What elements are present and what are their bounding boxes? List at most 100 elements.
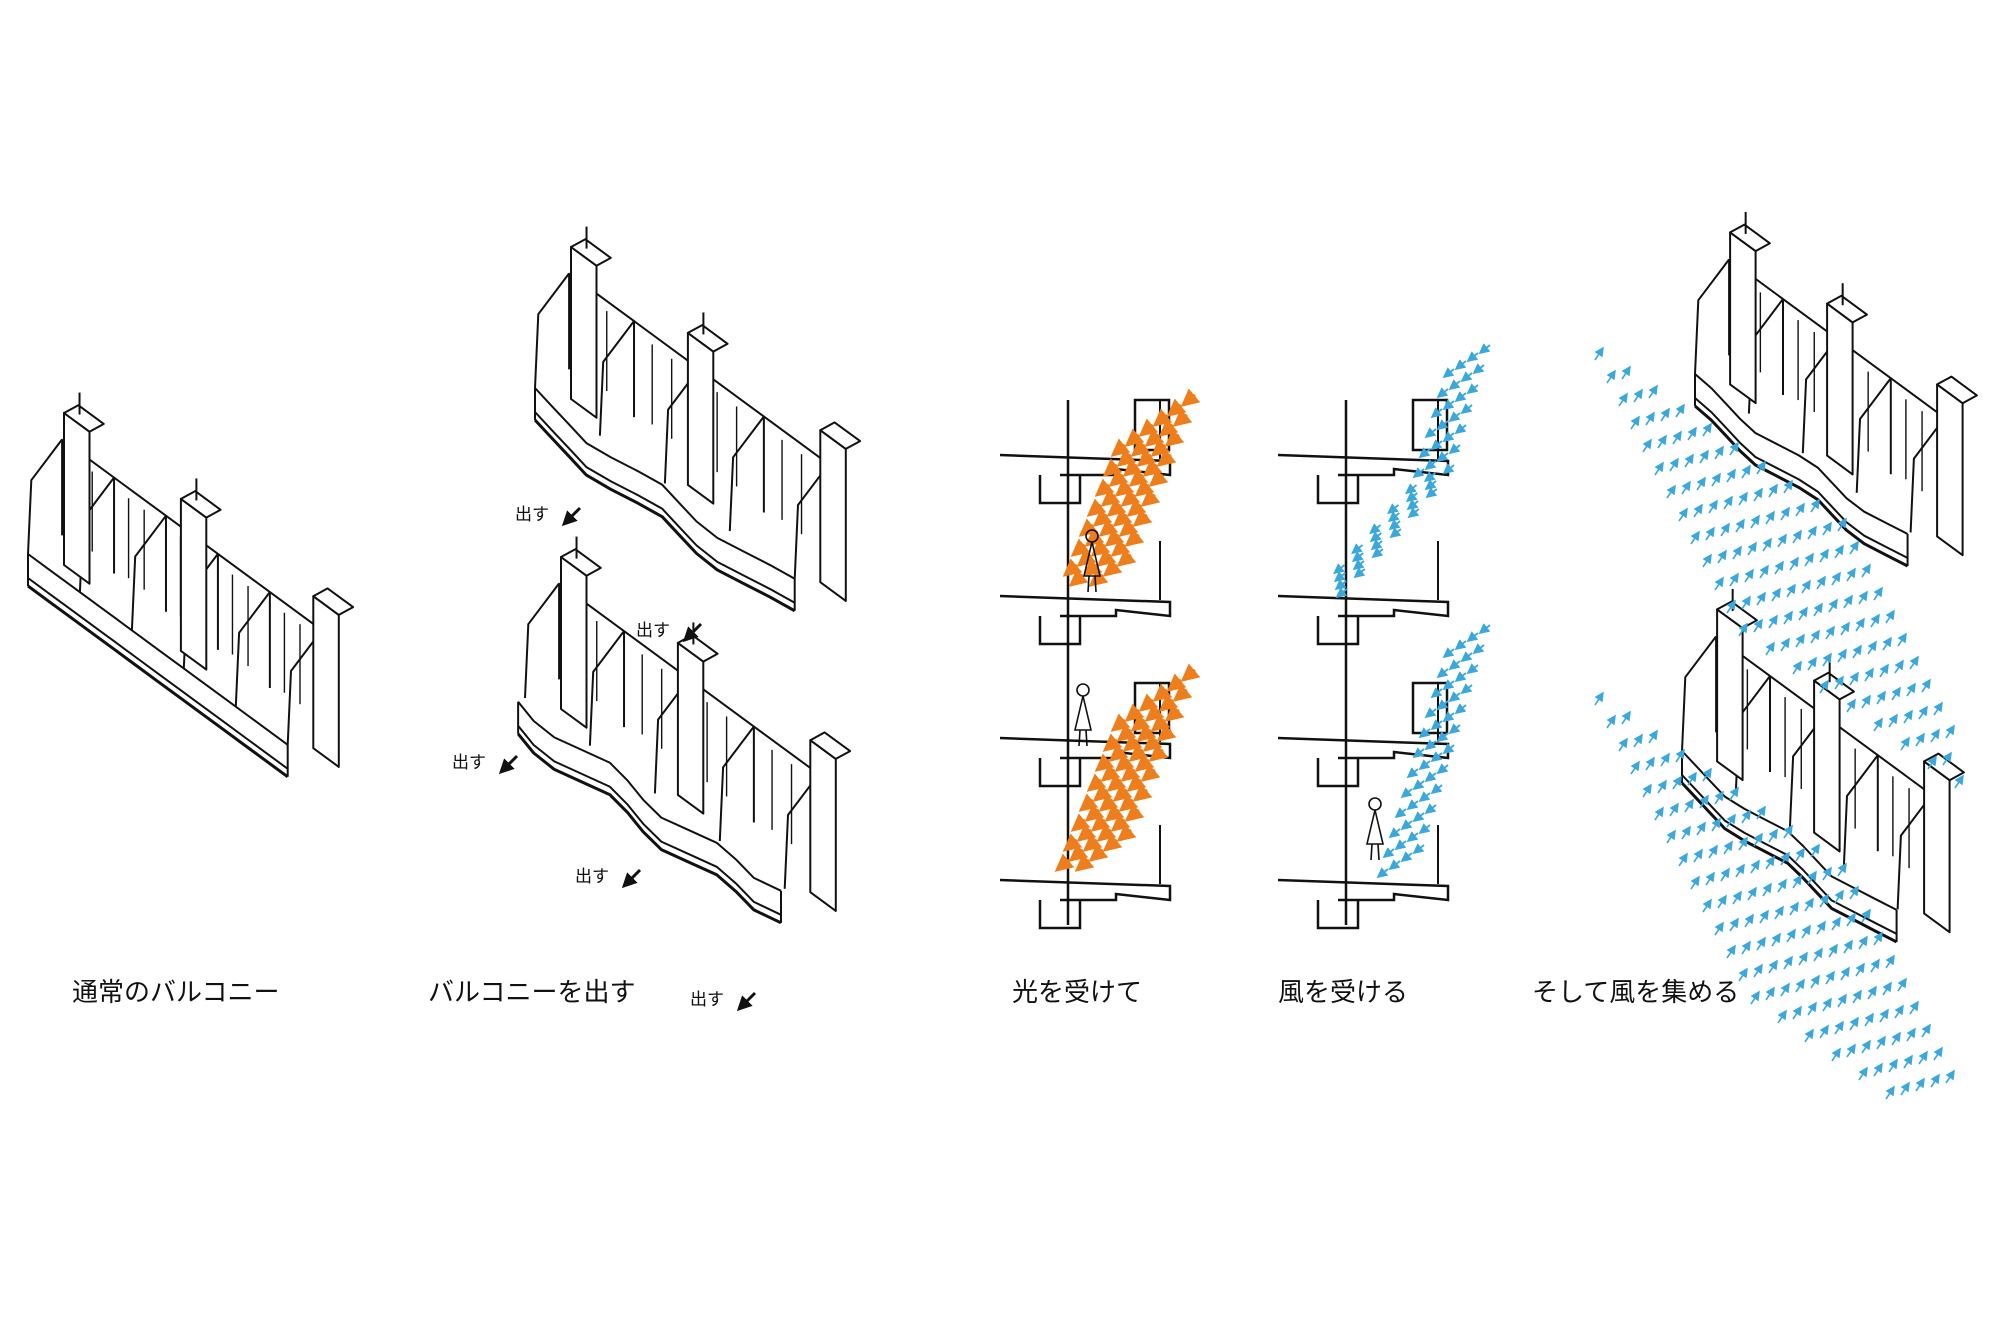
light-arrow	[1148, 468, 1169, 487]
field-arrow	[1885, 609, 1895, 624]
field-arrow	[1753, 832, 1763, 847]
field-arrow	[1720, 522, 1730, 537]
field-arrow	[1915, 1077, 1925, 1092]
light-arrow	[1098, 518, 1119, 537]
field-arrow	[1822, 521, 1832, 536]
balcony-slab-bottom	[27, 584, 289, 779]
field-arrow	[1810, 974, 1820, 989]
field-arrow	[1783, 955, 1793, 970]
field-arrow	[1630, 760, 1640, 775]
balcony-slab-top	[517, 725, 782, 916]
field-arrow	[1813, 602, 1823, 617]
light-arrow	[1062, 833, 1083, 852]
light-arrow	[1126, 773, 1147, 792]
light-arrow	[1140, 763, 1161, 782]
light-arrow	[1144, 428, 1165, 447]
wind-arrow	[1353, 567, 1366, 579]
field-arrow	[1909, 1000, 1919, 1015]
wind-arrow	[1406, 799, 1419, 811]
field-arrow	[1747, 886, 1757, 901]
field-arrow	[1699, 794, 1709, 809]
light-arrow	[1126, 498, 1147, 517]
wind-arrow	[1448, 379, 1461, 391]
field-arrow	[1822, 866, 1832, 881]
unit-partition	[1842, 754, 1879, 870]
light-arrow	[1166, 398, 1187, 417]
field-arrow	[1885, 954, 1895, 969]
field-arrow	[1825, 625, 1835, 640]
field-arrow	[1741, 595, 1751, 610]
field-arrow	[1708, 499, 1718, 514]
person-leg	[1370, 843, 1373, 861]
wind-arrow	[1442, 743, 1455, 755]
wind-arrow	[1472, 363, 1485, 375]
field-arrow	[1942, 751, 1952, 766]
light-arrow	[1116, 548, 1137, 567]
wind-arrow	[1442, 711, 1455, 723]
field-arrow	[1870, 613, 1880, 628]
field-arrow	[1825, 970, 1835, 985]
wind-arrow	[1454, 359, 1467, 371]
field-arrow	[1795, 633, 1805, 648]
balcony-rail	[534, 387, 796, 580]
field-arrow	[1786, 583, 1796, 598]
field-arrow	[1621, 365, 1631, 380]
field-arrow	[1927, 755, 1937, 770]
field-arrow	[1753, 618, 1763, 633]
field-arrow	[1831, 1047, 1841, 1062]
field-arrow	[1759, 564, 1769, 579]
light-arrow	[1086, 498, 1107, 517]
extend-label-1: 出す	[515, 505, 549, 525]
wind-arrow	[1370, 539, 1383, 551]
field-arrow	[1834, 889, 1844, 904]
tower-roof	[809, 731, 852, 760]
light-arrow	[1068, 568, 1089, 587]
wind-arrow	[1454, 639, 1467, 651]
floor-slab	[1277, 453, 1450, 477]
balcony-rail	[517, 701, 782, 892]
person-head	[1076, 683, 1090, 697]
light-arrow	[1124, 528, 1145, 547]
light-arrow	[1084, 803, 1105, 822]
floor-slab	[999, 594, 1172, 618]
field-arrow	[1777, 878, 1787, 893]
light-arrow	[1088, 843, 1109, 862]
wind-arrow	[1407, 507, 1420, 519]
tower-roof	[686, 324, 729, 353]
field-arrow	[1837, 517, 1847, 532]
light-arrow	[1180, 388, 1201, 407]
field-arrow	[1837, 993, 1847, 1008]
field-arrow	[1756, 591, 1766, 606]
field-arrow	[1726, 599, 1736, 614]
field-arrow	[1777, 1009, 1787, 1024]
light-arrow	[1092, 508, 1113, 527]
balcony-slab-bottom	[516, 732, 782, 925]
wind-arrow	[1430, 719, 1443, 731]
caption-normal-balcony: 通常のバルコニー	[72, 978, 280, 1008]
wind-arrow	[1406, 499, 1419, 511]
wind-arrow	[1436, 419, 1449, 431]
field-arrow	[1693, 503, 1703, 518]
wind-arrow	[1412, 779, 1425, 791]
light-arrow	[1142, 733, 1163, 752]
field-arrow	[1654, 461, 1664, 476]
field-arrow	[1729, 441, 1739, 456]
caption-receive-light: 光を受けて	[1012, 978, 1143, 1008]
balcony-slab-top	[534, 411, 796, 604]
field-arrow	[1792, 660, 1802, 675]
field-arrow	[1621, 710, 1631, 725]
wind-arrow	[1424, 739, 1437, 751]
wind-field-arrows	[1594, 346, 1964, 1100]
light-arrow	[1096, 823, 1117, 842]
field-arrow	[1786, 928, 1796, 943]
field-arrow	[1903, 1054, 1913, 1069]
field-arrow	[1795, 502, 1805, 517]
floor-slab	[1277, 594, 1450, 618]
light-arrow	[1124, 803, 1145, 822]
field-arrow	[1792, 1005, 1802, 1020]
wind-arrow	[1436, 731, 1449, 743]
floor-slab	[999, 878, 1172, 902]
field-arrow	[1861, 563, 1871, 578]
wind-arrow	[1418, 791, 1431, 803]
field-arrow	[1828, 943, 1838, 958]
